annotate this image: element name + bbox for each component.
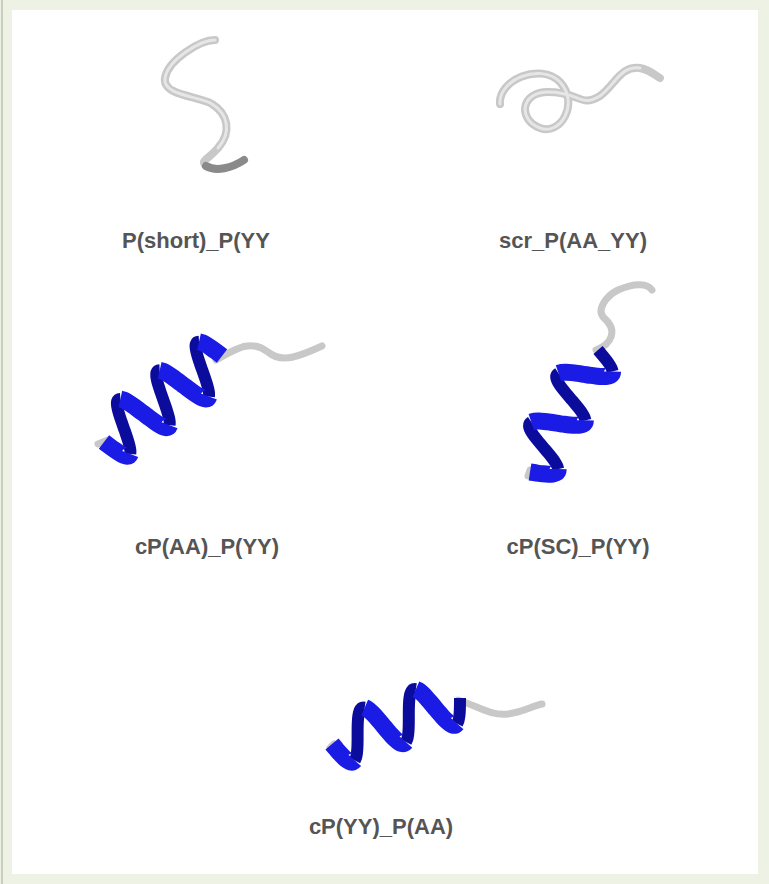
panel-ground bbox=[12, 10, 758, 874]
helix-ribbon bbox=[120, 399, 169, 428]
peptide-label: cP(SC)_P(YY) bbox=[506, 534, 649, 560]
helix-ribbon bbox=[160, 370, 209, 399]
peptide-label: cP(YY)_P(AA) bbox=[309, 814, 453, 840]
left-rule bbox=[1, 0, 3, 884]
helix-ribbon bbox=[558, 371, 612, 376]
helix-ribbon bbox=[457, 698, 460, 724]
helix-ribbon bbox=[199, 342, 222, 356]
helix-ribbon bbox=[104, 442, 130, 456]
peptide-label: cP(AA)_P(YY) bbox=[135, 534, 279, 560]
helix-ribbon bbox=[365, 708, 406, 744]
peptide-label: scr_P(AA_YY) bbox=[499, 228, 647, 254]
helix-ribbon bbox=[332, 744, 355, 762]
helix-ribbon bbox=[531, 420, 585, 425]
helix-ribbon bbox=[416, 689, 457, 725]
helix-ribbon bbox=[530, 469, 558, 474]
coil-tubes bbox=[98, 40, 660, 748]
peptide-label: P(short)_P(YY bbox=[122, 228, 270, 254]
